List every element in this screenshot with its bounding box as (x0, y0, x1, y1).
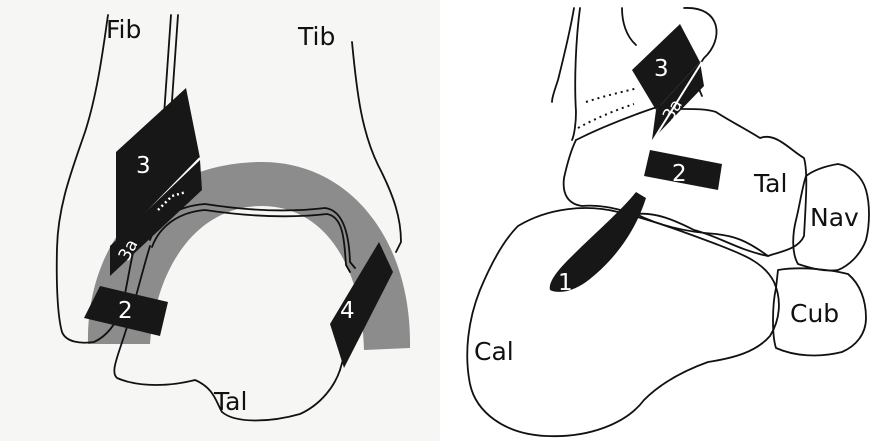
calcaneus-label: Cal (474, 337, 514, 366)
tibia-label: Tib (297, 22, 335, 51)
fibula-outline-anterior (622, 8, 636, 45)
talus-inner-line (576, 106, 660, 140)
talus-label: Tal (753, 169, 787, 198)
ligament-2-label: 2 (118, 298, 133, 324)
coronal-ankle-panel: Fib Tib Tal 3 3a 2 4 (0, 0, 440, 441)
lateral-ankle-diagram: 3 3a 2 1 Tal Nav Cub Cal (446, 0, 893, 441)
ligament-3-label: 3 (136, 153, 151, 179)
ligament-2-label: 2 (672, 161, 687, 187)
fibula-label: Fib (106, 15, 141, 44)
talus-label: Tal (213, 387, 247, 416)
tibia-posterior-line (572, 8, 580, 140)
ligament-3-label: 3 (654, 56, 669, 82)
ligament-4-label: 4 (340, 298, 355, 324)
cuboid-label: Cub (790, 299, 839, 328)
navicular-label: Nav (810, 203, 859, 232)
fibula-outline-posterior (552, 8, 574, 102)
coronal-ankle-diagram: Fib Tib Tal 3 3a 2 4 (0, 0, 440, 441)
dotted-line-lower (578, 104, 634, 128)
lateral-ankle-panel: 3 3a 2 1 Tal Nav Cub Cal (446, 0, 893, 441)
dotted-line-upper (586, 88, 638, 102)
fibula-canal-line-1 (164, 15, 171, 115)
ligament-1-label: 1 (558, 270, 573, 296)
